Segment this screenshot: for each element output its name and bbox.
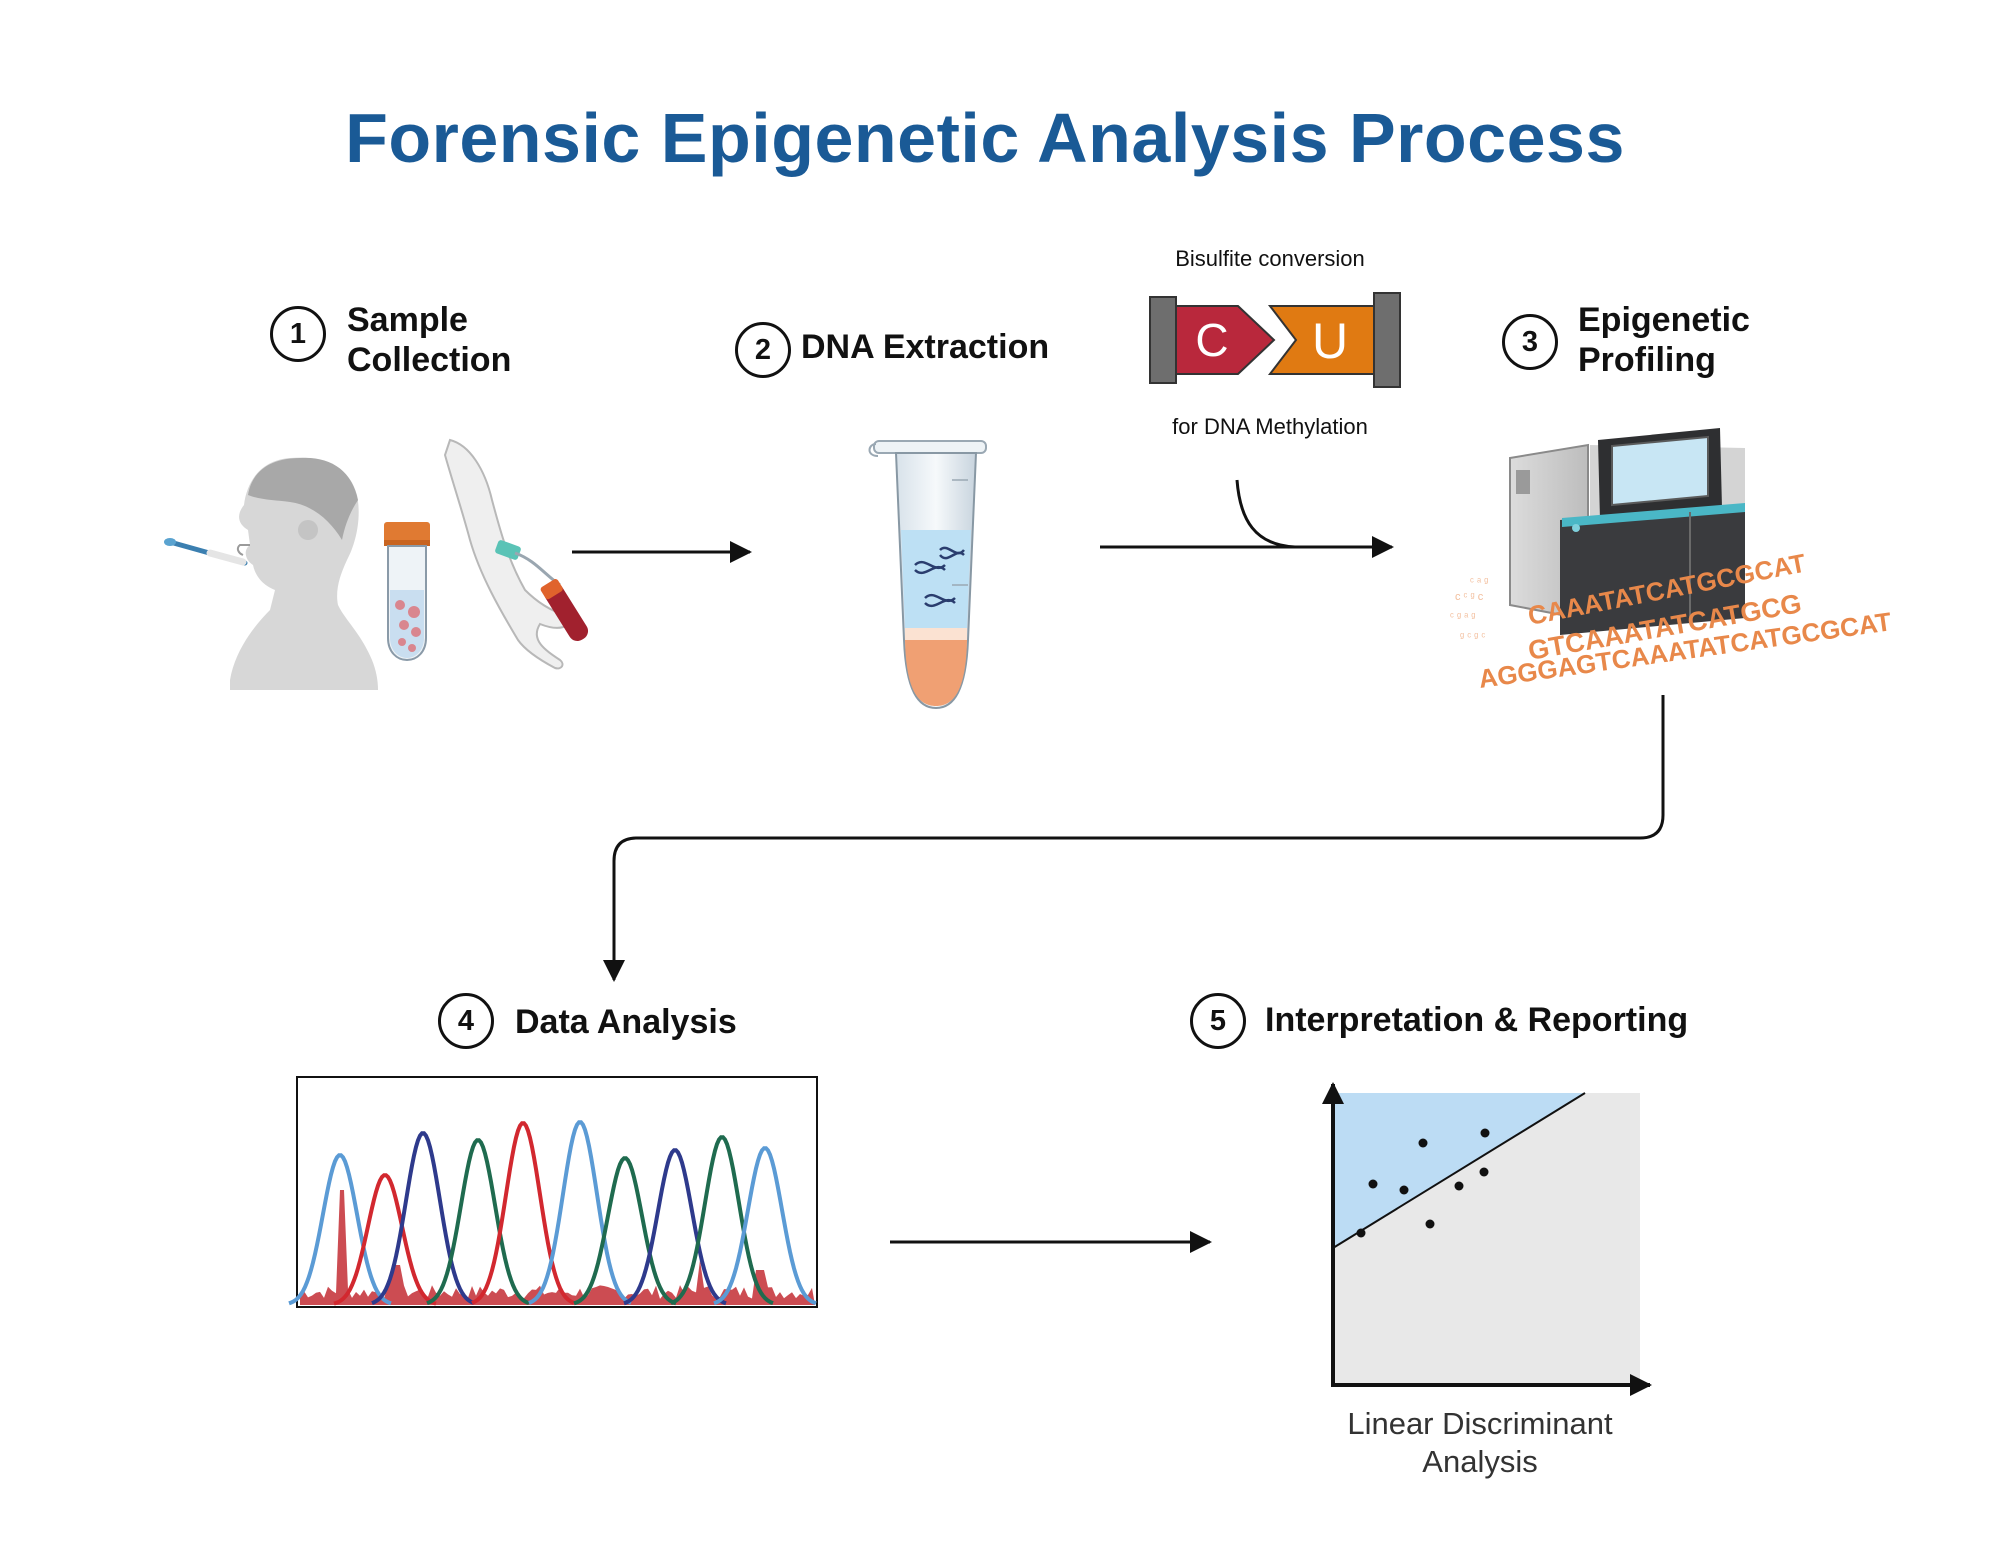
arm-blood-draw bbox=[443, 438, 589, 670]
to-base-u: U bbox=[1312, 313, 1348, 369]
from-base-c: C bbox=[1195, 314, 1228, 366]
lda-plot bbox=[1322, 1082, 1652, 1396]
sample-tube bbox=[384, 522, 430, 662]
step-3-number: 3 bbox=[1502, 314, 1558, 370]
lda-point bbox=[1356, 1228, 1366, 1238]
step-1-label-line2: Collection bbox=[347, 341, 512, 379]
bisulfite-conversion-graphic: C U bbox=[1149, 292, 1401, 388]
sequencer-machine bbox=[1509, 428, 1745, 635]
step-1-label: Sample Collection bbox=[347, 300, 511, 380]
step-4-label: Data Analysis bbox=[515, 1003, 737, 1041]
svg-text:ᶜ ᵃ ᵍ: ᶜ ᵃ ᵍ bbox=[1470, 576, 1488, 588]
lda-point bbox=[1425, 1219, 1435, 1229]
svg-text:ᵍ ᶜ ᵍ ᶜ: ᵍ ᶜ ᵍ ᶜ bbox=[1460, 631, 1485, 643]
chromatogram bbox=[288, 1076, 818, 1308]
lda-point bbox=[1480, 1128, 1490, 1138]
chromatogram-trace bbox=[623, 1148, 727, 1306]
lda-point bbox=[1454, 1181, 1464, 1191]
step-4-number: 4 bbox=[438, 993, 494, 1049]
microcentrifuge-tube bbox=[868, 440, 987, 710]
chromatogram-peaks bbox=[288, 1120, 817, 1306]
lda-label-line2: Analysis bbox=[1422, 1444, 1538, 1479]
arrow-3-to-4 bbox=[603, 695, 1665, 982]
person-swab-illustration bbox=[164, 457, 378, 690]
lda-label-line1: Linear Discriminant bbox=[1347, 1406, 1613, 1441]
step-2-label: DNA Extraction bbox=[801, 328, 1050, 366]
chromatogram-trace bbox=[528, 1120, 632, 1305]
lda-label: Linear Discriminant Analysis bbox=[1300, 1405, 1660, 1481]
lda-point bbox=[1399, 1185, 1409, 1195]
bisulfite-top-text: Bisulfite conversion bbox=[1175, 246, 1365, 271]
chromatogram-trace bbox=[371, 1131, 475, 1305]
lda-decision-boundary bbox=[1332, 1092, 1586, 1249]
step-2-number: 2 bbox=[735, 322, 791, 378]
svg-text:c ᶜ ᵍ c: c ᶜ ᵍ c bbox=[1455, 591, 1484, 603]
step-5-number: 5 bbox=[1190, 993, 1246, 1049]
chromatogram-trace bbox=[426, 1138, 530, 1306]
chromatogram-trace bbox=[670, 1135, 774, 1305]
lda-point bbox=[1479, 1167, 1489, 1177]
bisulfite-bottom-text: for DNA Methylation bbox=[1172, 414, 1368, 439]
svg-text:ᶜ ᵍ ᵃ ᵍ: ᶜ ᵍ ᵃ ᵍ bbox=[1450, 611, 1475, 623]
step-5-label: Interpretation & Reporting bbox=[1265, 1001, 1689, 1039]
bisulfite-reagent-curve bbox=[1235, 479, 1296, 549]
chromatogram-trace bbox=[333, 1173, 437, 1306]
chromatogram-trace bbox=[471, 1121, 575, 1305]
step-3-label: Epigenetic Profiling bbox=[1578, 300, 1750, 380]
step-3-label-line1: Epigenetic bbox=[1578, 301, 1750, 339]
chromatogram-trace bbox=[288, 1153, 392, 1306]
lda-point bbox=[1418, 1138, 1428, 1148]
lda-point bbox=[1368, 1179, 1378, 1189]
page-title: Forensic Epigenetic Analysis Process bbox=[345, 99, 1625, 177]
chromatogram-trace bbox=[713, 1146, 817, 1306]
step-3-label-line2: Profiling bbox=[1578, 341, 1716, 379]
chromatogram-trace bbox=[573, 1156, 677, 1306]
step-1-number: 1 bbox=[270, 306, 326, 362]
step-1-label-line1: Sample bbox=[347, 301, 468, 339]
